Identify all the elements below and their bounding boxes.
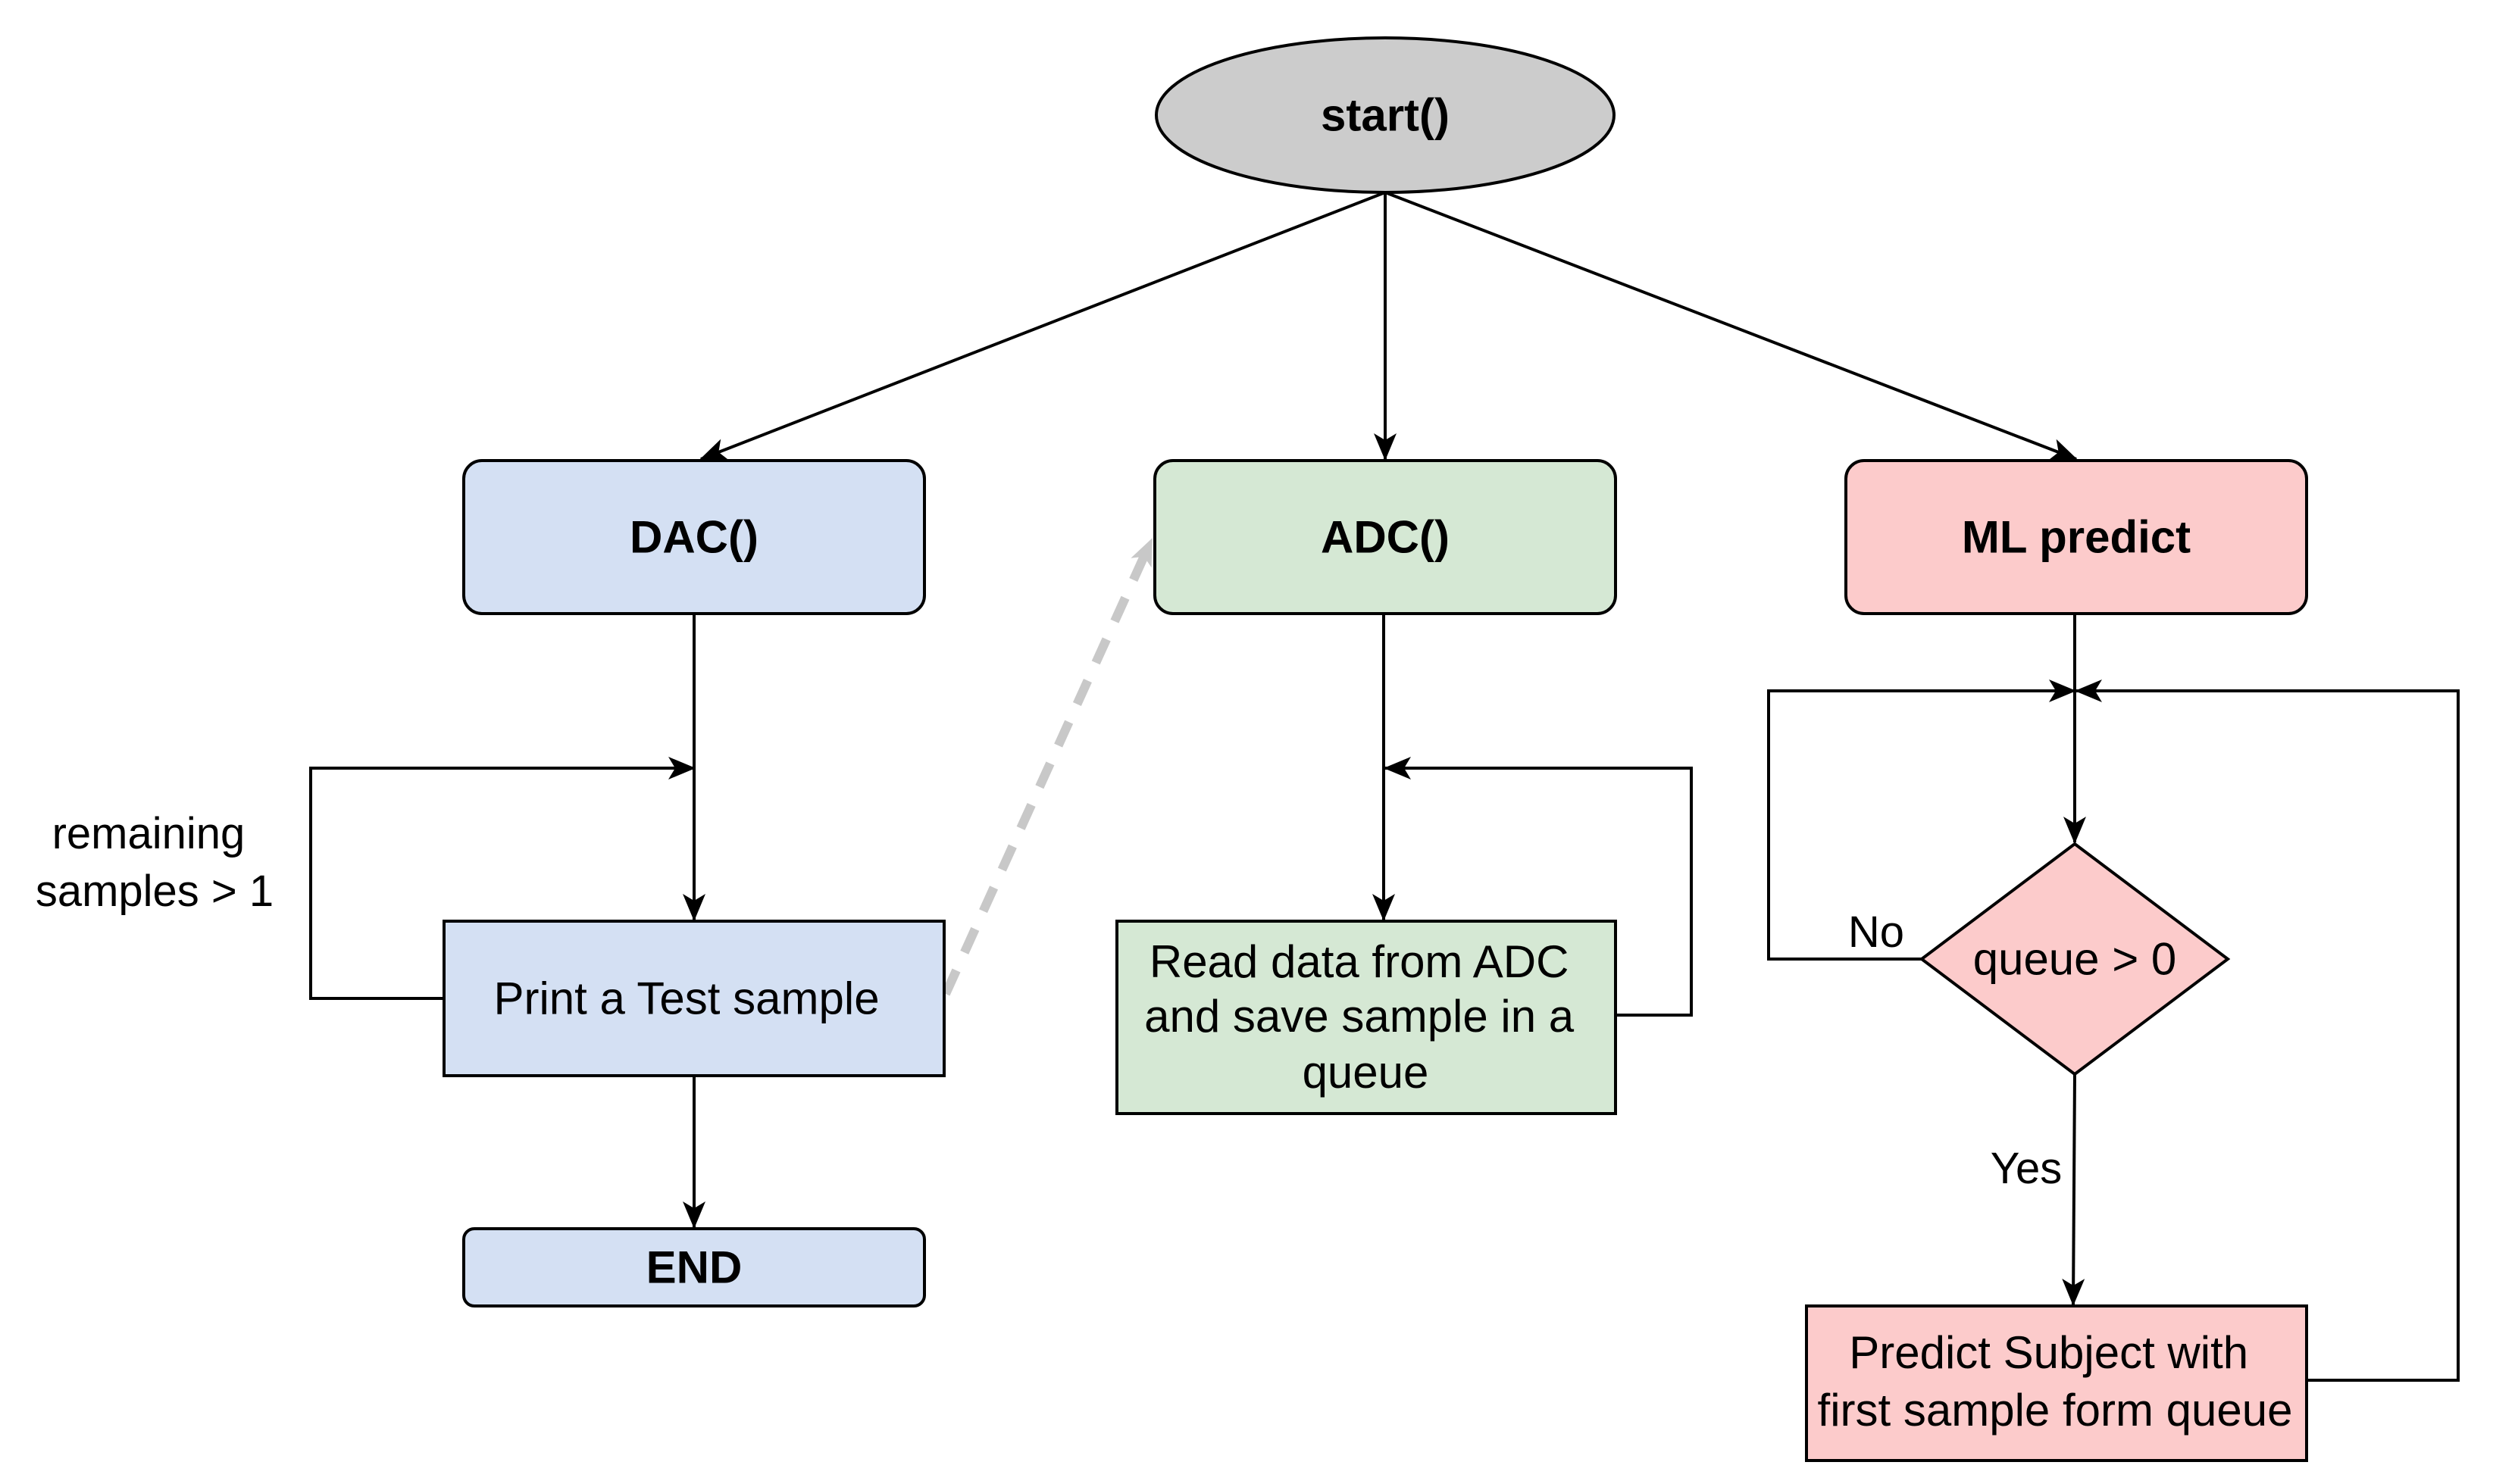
predict-line-1: Predict Subject with [1849, 1327, 2248, 1378]
node-queue-check: queue > 0 [1919, 842, 2231, 1076]
read-data-label: Read data from ADC and save sample in a … [1144, 936, 1587, 1098]
node-predict: Predict Subject with first sample form q… [1805, 1304, 2308, 1462]
start-ellipse [1155, 36, 1616, 194]
start-label: start() [1321, 90, 1450, 141]
yes-label: Yes [1991, 1144, 2063, 1193]
predict-line-2: first sample form queue [1818, 1385, 2293, 1436]
node-print-sample: Print a Test sample [443, 920, 946, 1077]
node-ml: ML predict [1844, 459, 2308, 615]
print-sample-box [443, 920, 946, 1077]
queue-check-diamond [1919, 842, 2231, 1076]
edge-predict-loop [2075, 680, 2460, 1382]
edges [309, 191, 2460, 1382]
queue-check-label: queue > 0 [1973, 934, 2177, 985]
read-data-box [1115, 920, 1617, 1115]
remaining-samples-label: remaining samples > 1 [36, 809, 274, 916]
edge-remaining-loop [309, 757, 696, 1000]
edge-read-loop [1384, 757, 1693, 1017]
node-start: start() [1155, 36, 1616, 194]
node-end: END [462, 1227, 926, 1307]
predict-box [1805, 1304, 2308, 1462]
edge-yes-to-predict [2062, 1073, 2085, 1306]
print-sample-label: Print a Test sample [493, 973, 879, 1024]
edge-start-to-dac [699, 191, 1386, 461]
edge-no-loop [1767, 680, 2076, 961]
predict-label: Predict Subject with first sample form q… [1818, 1327, 2293, 1436]
node-dac: DAC() [462, 459, 926, 615]
adc-box [1153, 459, 1617, 615]
node-adc: ADC() [1153, 459, 1617, 615]
edge-print-to-adc-dashed [941, 537, 1156, 996]
remaining-line-2: samples > 1 [36, 867, 274, 916]
dac-label: DAC() [630, 512, 759, 563]
ml-box [1844, 459, 2308, 615]
end-label: END [646, 1242, 743, 1293]
adc-label: ADC() [1321, 512, 1450, 563]
dac-box [462, 459, 926, 615]
edge-start-to-ml [1384, 191, 2078, 461]
remaining-line-1: remaining [52, 809, 246, 858]
read-data-line-3: queue [1303, 1047, 1429, 1098]
read-data-line-2: and save sample in a [1144, 991, 1575, 1042]
read-data-line-1: Read data from ADC [1150, 936, 1569, 987]
no-label: No [1848, 908, 1904, 957]
ml-label: ML predict [1962, 512, 2191, 563]
end-box [462, 1227, 926, 1307]
node-read-data: Read data from ADC and save sample in a … [1115, 920, 1617, 1115]
